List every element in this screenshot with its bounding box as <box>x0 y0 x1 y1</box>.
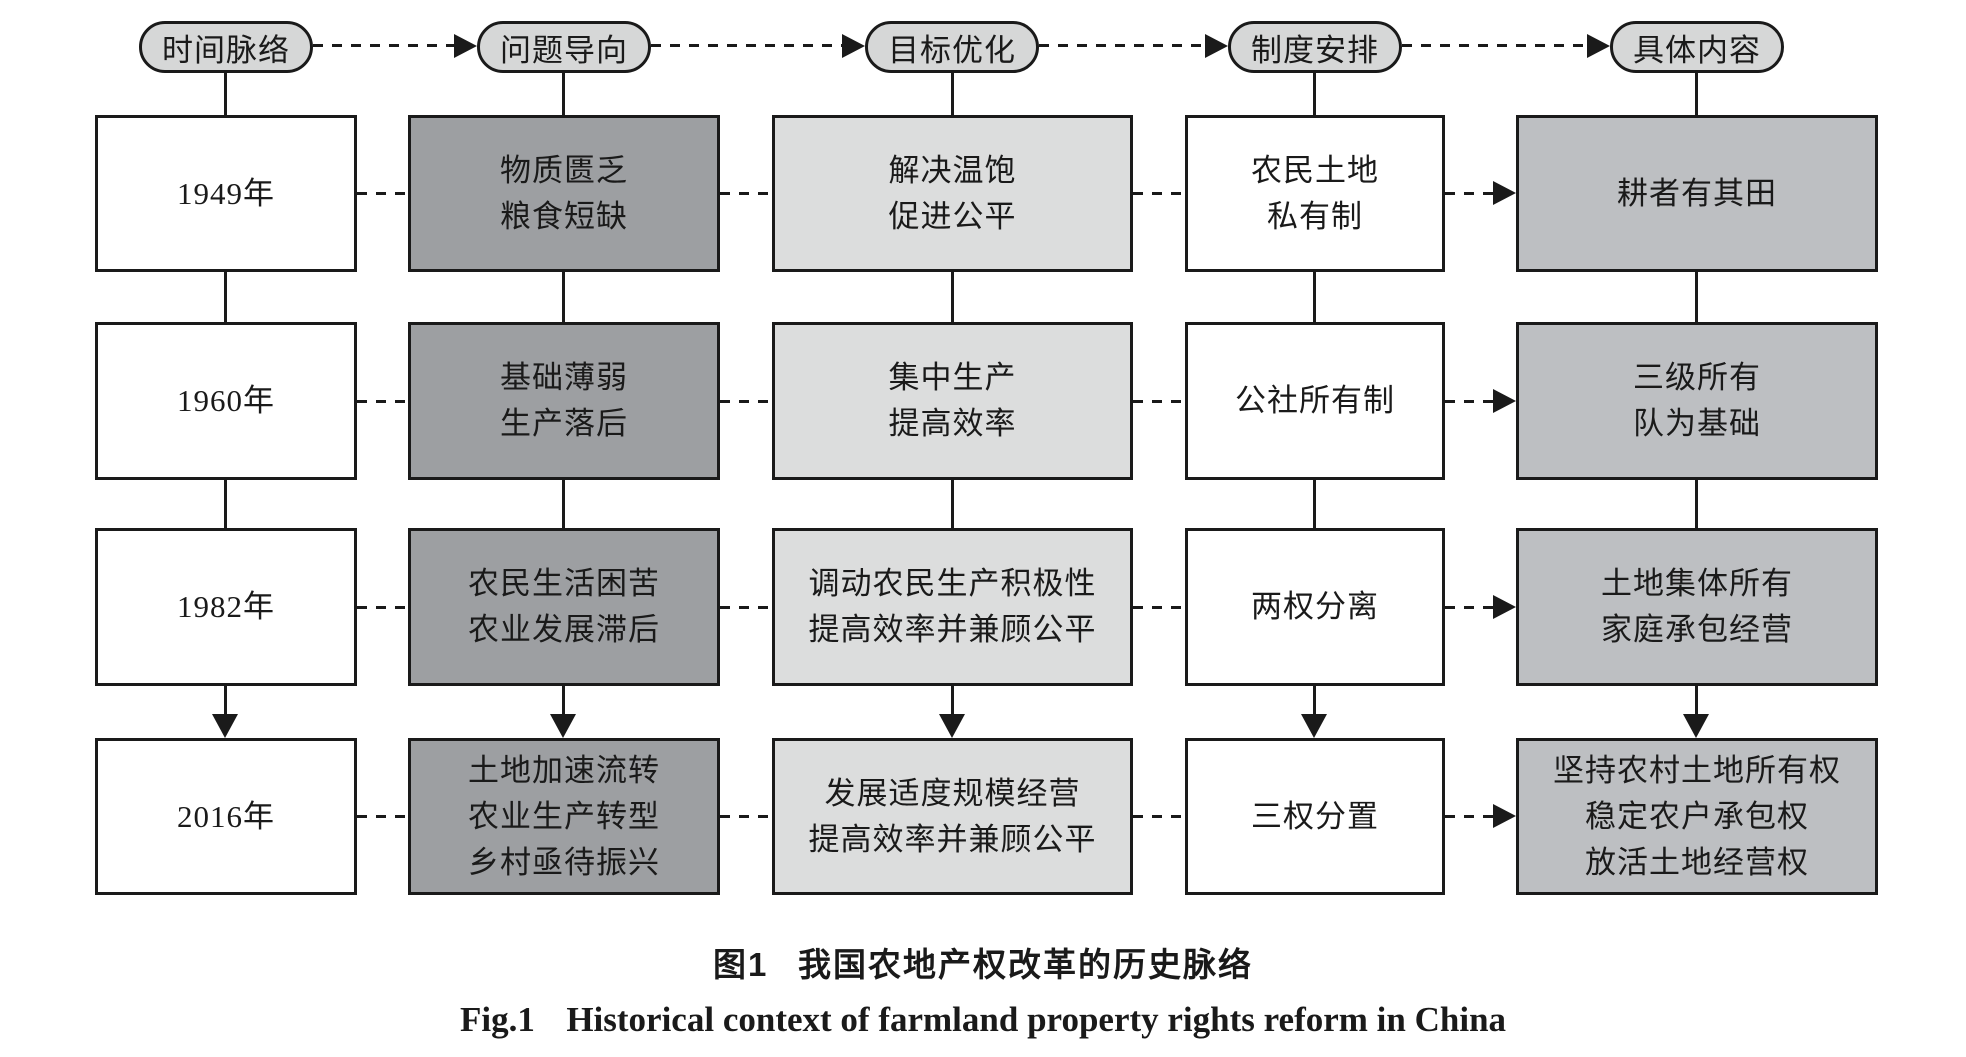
vertical-connector <box>1695 272 1698 322</box>
right-arrowhead-icon <box>1493 181 1516 205</box>
figure-number-en: Fig.1 <box>459 1000 535 1039</box>
vertical-connector <box>224 480 227 528</box>
vertical-arrow-line <box>562 686 565 716</box>
content-box: 三级所有 队为基础 <box>1516 322 1878 480</box>
row-dashed-link <box>720 815 772 818</box>
figure-title-en: Historical context of farmland property … <box>566 1000 1507 1039</box>
down-arrowhead-icon <box>550 714 576 738</box>
header-pill-institution: 制度安排 <box>1228 21 1402 73</box>
institution-box: 三权分置 <box>1185 738 1445 895</box>
goal-box: 调动农民生产积极性 提高效率并兼顾公平 <box>772 528 1133 686</box>
year-box: 1982年 <box>95 528 357 686</box>
row-dashed-link <box>357 815 408 818</box>
problem-box: 基础薄弱 生产落后 <box>408 322 720 480</box>
pill-stem-connector <box>1313 73 1316 115</box>
pill-dashed-arrow-line <box>1039 44 1206 47</box>
figure-title-zh: 我国农地产权改革的历史脉络 <box>798 946 1254 983</box>
pill-dashed-arrow-line <box>651 44 843 47</box>
goal-box: 解决温饱 促进公平 <box>772 115 1133 272</box>
row-dashed-link <box>720 192 772 195</box>
row-dashed-link <box>1133 815 1185 818</box>
header-pill-time: 时间脉络 <box>139 21 313 73</box>
vertical-arrow-line <box>1695 686 1698 716</box>
figure-number-zh: 图1 <box>712 946 769 983</box>
figure-caption-zh: 图1 我国农地产权改革的历史脉络 <box>0 938 1966 986</box>
row-dashed-link <box>1133 400 1185 403</box>
vertical-arrow-line <box>1313 686 1316 716</box>
pill-dashed-arrow-line <box>313 44 455 47</box>
pill-stem-connector <box>224 73 227 115</box>
header-pill-problem: 问题导向 <box>477 21 651 73</box>
vertical-connector <box>562 480 565 528</box>
figure-caption-en: Fig.1 Historical context of farmland prop… <box>0 1000 1966 1040</box>
content-box: 坚持农村土地所有权 稳定农户承包权 放活土地经营权 <box>1516 738 1878 895</box>
right-arrowhead-icon <box>454 34 477 58</box>
pill-dashed-arrow-line <box>1402 44 1588 47</box>
row-dashed-link <box>357 606 408 609</box>
content-box: 耕者有其田 <box>1516 115 1878 272</box>
vertical-connector <box>1313 480 1316 528</box>
row-dashed-link <box>357 192 408 195</box>
down-arrowhead-icon <box>212 714 238 738</box>
row-dashed-arrow-line <box>1445 606 1493 609</box>
header-pill-goal: 目标优化 <box>865 21 1039 73</box>
vertical-arrow-line <box>224 686 227 716</box>
vertical-arrow-line <box>951 686 954 716</box>
vertical-connector <box>224 272 227 322</box>
institution-box: 两权分离 <box>1185 528 1445 686</box>
vertical-connector <box>951 480 954 528</box>
down-arrowhead-icon <box>1301 714 1327 738</box>
right-arrowhead-icon <box>1493 595 1516 619</box>
right-arrowhead-icon <box>1587 34 1610 58</box>
year-box: 1960年 <box>95 322 357 480</box>
row-dashed-link <box>720 606 772 609</box>
vertical-connector <box>951 272 954 322</box>
goal-box: 发展适度规模经营 提高效率并兼顾公平 <box>772 738 1133 895</box>
row-dashed-arrow-line <box>1445 192 1493 195</box>
pill-stem-connector <box>951 73 954 115</box>
year-box: 1949年 <box>95 115 357 272</box>
row-dashed-link <box>1133 606 1185 609</box>
vertical-connector <box>1313 272 1316 322</box>
goal-box: 集中生产 提高效率 <box>772 322 1133 480</box>
row-dashed-arrow-line <box>1445 815 1493 818</box>
right-arrowhead-icon <box>1205 34 1228 58</box>
problem-box: 农民生活困苦 农业发展滞后 <box>408 528 720 686</box>
problem-box: 土地加速流转 农业生产转型 乡村亟待振兴 <box>408 738 720 895</box>
row-dashed-link <box>357 400 408 403</box>
right-arrowhead-icon <box>1493 389 1516 413</box>
content-box: 土地集体所有 家庭承包经营 <box>1516 528 1878 686</box>
vertical-connector <box>1695 480 1698 528</box>
year-box: 2016年 <box>95 738 357 895</box>
institution-box: 公社所有制 <box>1185 322 1445 480</box>
pill-stem-connector <box>562 73 565 115</box>
problem-box: 物质匮乏 粮食短缺 <box>408 115 720 272</box>
right-arrowhead-icon <box>1493 804 1516 828</box>
header-pill-content: 具体内容 <box>1610 21 1784 73</box>
right-arrowhead-icon <box>842 34 865 58</box>
row-dashed-link <box>1133 192 1185 195</box>
down-arrowhead-icon <box>939 714 965 738</box>
vertical-connector <box>562 272 565 322</box>
row-dashed-arrow-line <box>1445 400 1493 403</box>
pill-stem-connector <box>1695 73 1698 115</box>
row-dashed-link <box>720 400 772 403</box>
down-arrowhead-icon <box>1683 714 1709 738</box>
institution-box: 农民土地 私有制 <box>1185 115 1445 272</box>
